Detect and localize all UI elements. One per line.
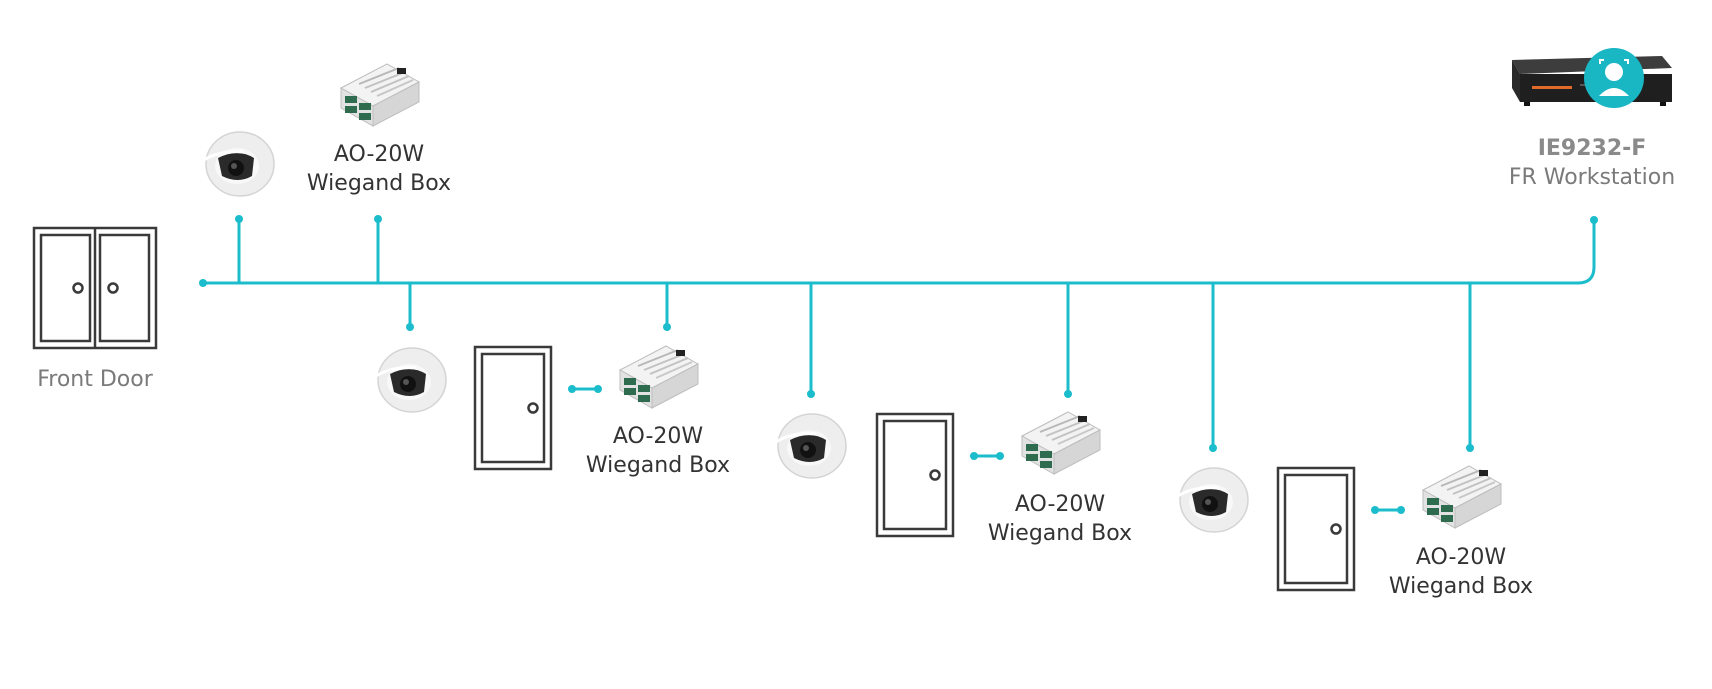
network-bus	[201, 217, 1596, 512]
dome-camera-icon	[202, 130, 276, 198]
wiegand-box-icon	[1422, 465, 1502, 529]
front-door-label: Front Door	[37, 367, 153, 392]
dome-camera-icon	[374, 346, 448, 414]
bus-endpoints	[199, 215, 1598, 514]
wiegand-box-label: AO-20W Wiegand Box	[585, 424, 731, 478]
face-recognition-icon	[1584, 48, 1644, 108]
wiegand-box-icon	[340, 63, 420, 127]
door-icon	[473, 345, 553, 471]
dome-camera-icon	[1176, 466, 1250, 534]
wiegand-box-label: AO-20W Wiegand Box	[306, 142, 452, 196]
door-icon	[1276, 466, 1356, 592]
workstation-label: IE9232-F FR Workstation	[1508, 136, 1676, 190]
dome-camera-icon	[774, 412, 848, 480]
door-icon	[875, 412, 955, 538]
wiegand-box-icon	[619, 345, 699, 409]
double-door-icon	[32, 226, 158, 350]
wiegand-box-icon	[1021, 411, 1101, 475]
wiegand-box-label: AO-20W Wiegand Box	[987, 492, 1133, 546]
wiegand-box-label: AO-20W Wiegand Box	[1388, 545, 1534, 599]
